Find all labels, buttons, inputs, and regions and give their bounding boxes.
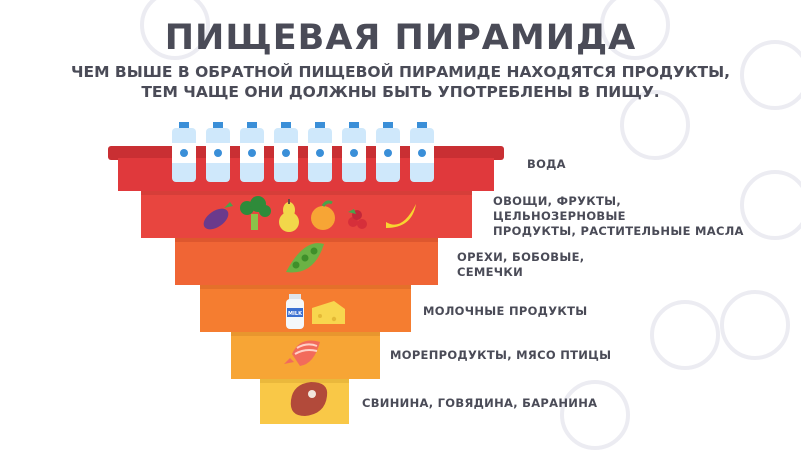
cheese-icon [312, 301, 345, 324]
subtitle-line: ЧЕМ ВЫШЕ В ОБРАТНОЙ ПИЩЕВОЙ ПИРАМИДЕ НАХ… [70, 63, 731, 81]
tier-label-seafood: МОРЕПРОДУКТЫ, МЯСО ПТИЦЫ [390, 348, 611, 363]
tier-label-line: МОРЕПРОДУКТЫ, МЯСО ПТИЦЫ [390, 348, 612, 362]
water-bottle-icon [274, 122, 298, 182]
berries-icon [348, 209, 367, 229]
tier-label-line: ПРОДУКТЫ, РАСТИТЕЛЬНЫЕ МАСЛА [493, 224, 744, 238]
tier-label-line: ОРЕХИ, БОБОВЫЕ, [457, 250, 585, 264]
tier-label-line: МОЛОЧНЫЕ ПРОДУКТЫ [423, 304, 588, 318]
tier-label-water: ВОДА [527, 157, 566, 172]
tier-shadow [231, 332, 380, 336]
tier-shadow [175, 238, 438, 242]
tier-label-legumes: ОРЕХИ, БОБОВЫЕ, СЕМЕЧКИ [457, 250, 584, 280]
tier-label-line: ВОДА [527, 157, 566, 171]
water-bottle-icon [410, 122, 434, 182]
broccoli-icon [240, 196, 271, 230]
water-bottle-icon [206, 122, 230, 182]
tier-dairy [200, 285, 411, 332]
tier-label-dairy: МОЛОЧНЫЕ ПРОДУКТЫ [423, 304, 587, 319]
pear-icon [279, 199, 299, 232]
tier-rim [108, 146, 504, 160]
milk-bottle-icon [286, 294, 304, 329]
page-title: ПИЩЕВАЯ ПИРАМИДА [164, 18, 637, 58]
eggplant-icon [203, 202, 233, 230]
water-bottle-icon [308, 122, 332, 182]
pea-pod-icon [286, 243, 324, 273]
water-bottle-icon [172, 122, 196, 182]
tier-shadow [141, 191, 472, 195]
tier-label-line: СЕМЕЧКИ [457, 265, 524, 279]
tier-label-line: ОВОЩИ, ФРУКТЫ, [493, 194, 621, 208]
subtitle: ЧЕМ ВЫШЕ В ОБРАТНОЙ ПИЩЕВОЙ ПИРАМИДЕ НАХ… [0, 62, 801, 102]
water-bottle-icon [342, 122, 366, 182]
tier-label-vegetables: ОВОЩИ, ФРУКТЫ, ЦЕЛЬНОЗЕРНОВЫЕ ПРОДУКТЫ, … [493, 194, 744, 239]
tier-vegetables [141, 191, 472, 238]
subtitle-line: ТЕМ ЧАЩЕ ОНИ ДОЛЖНЫ БЫТЬ УПОТРЕБЛЕНЫ В П… [141, 83, 660, 101]
tier-shadow [200, 285, 411, 289]
water-bottle-icon [376, 122, 400, 182]
milk-label: MILK [288, 311, 303, 317]
steak-icon [290, 382, 328, 416]
tier-label-meat: СВИНИНА, ГОВЯДИНА, БАРАНИНА [362, 396, 597, 411]
apple-icon [311, 200, 335, 230]
tier-shadow [260, 379, 349, 383]
water-bottles [172, 122, 434, 182]
shrimp-icon [284, 340, 320, 366]
tier-water [108, 146, 504, 191]
water-bottle-icon [240, 122, 264, 182]
banana-icon [386, 204, 416, 228]
tier-label-line: ЦЕЛЬНОЗЕРНОВЫЕ [493, 209, 626, 223]
tier-label-line: СВИНИНА, ГОВЯДИНА, БАРАНИНА [362, 396, 598, 410]
